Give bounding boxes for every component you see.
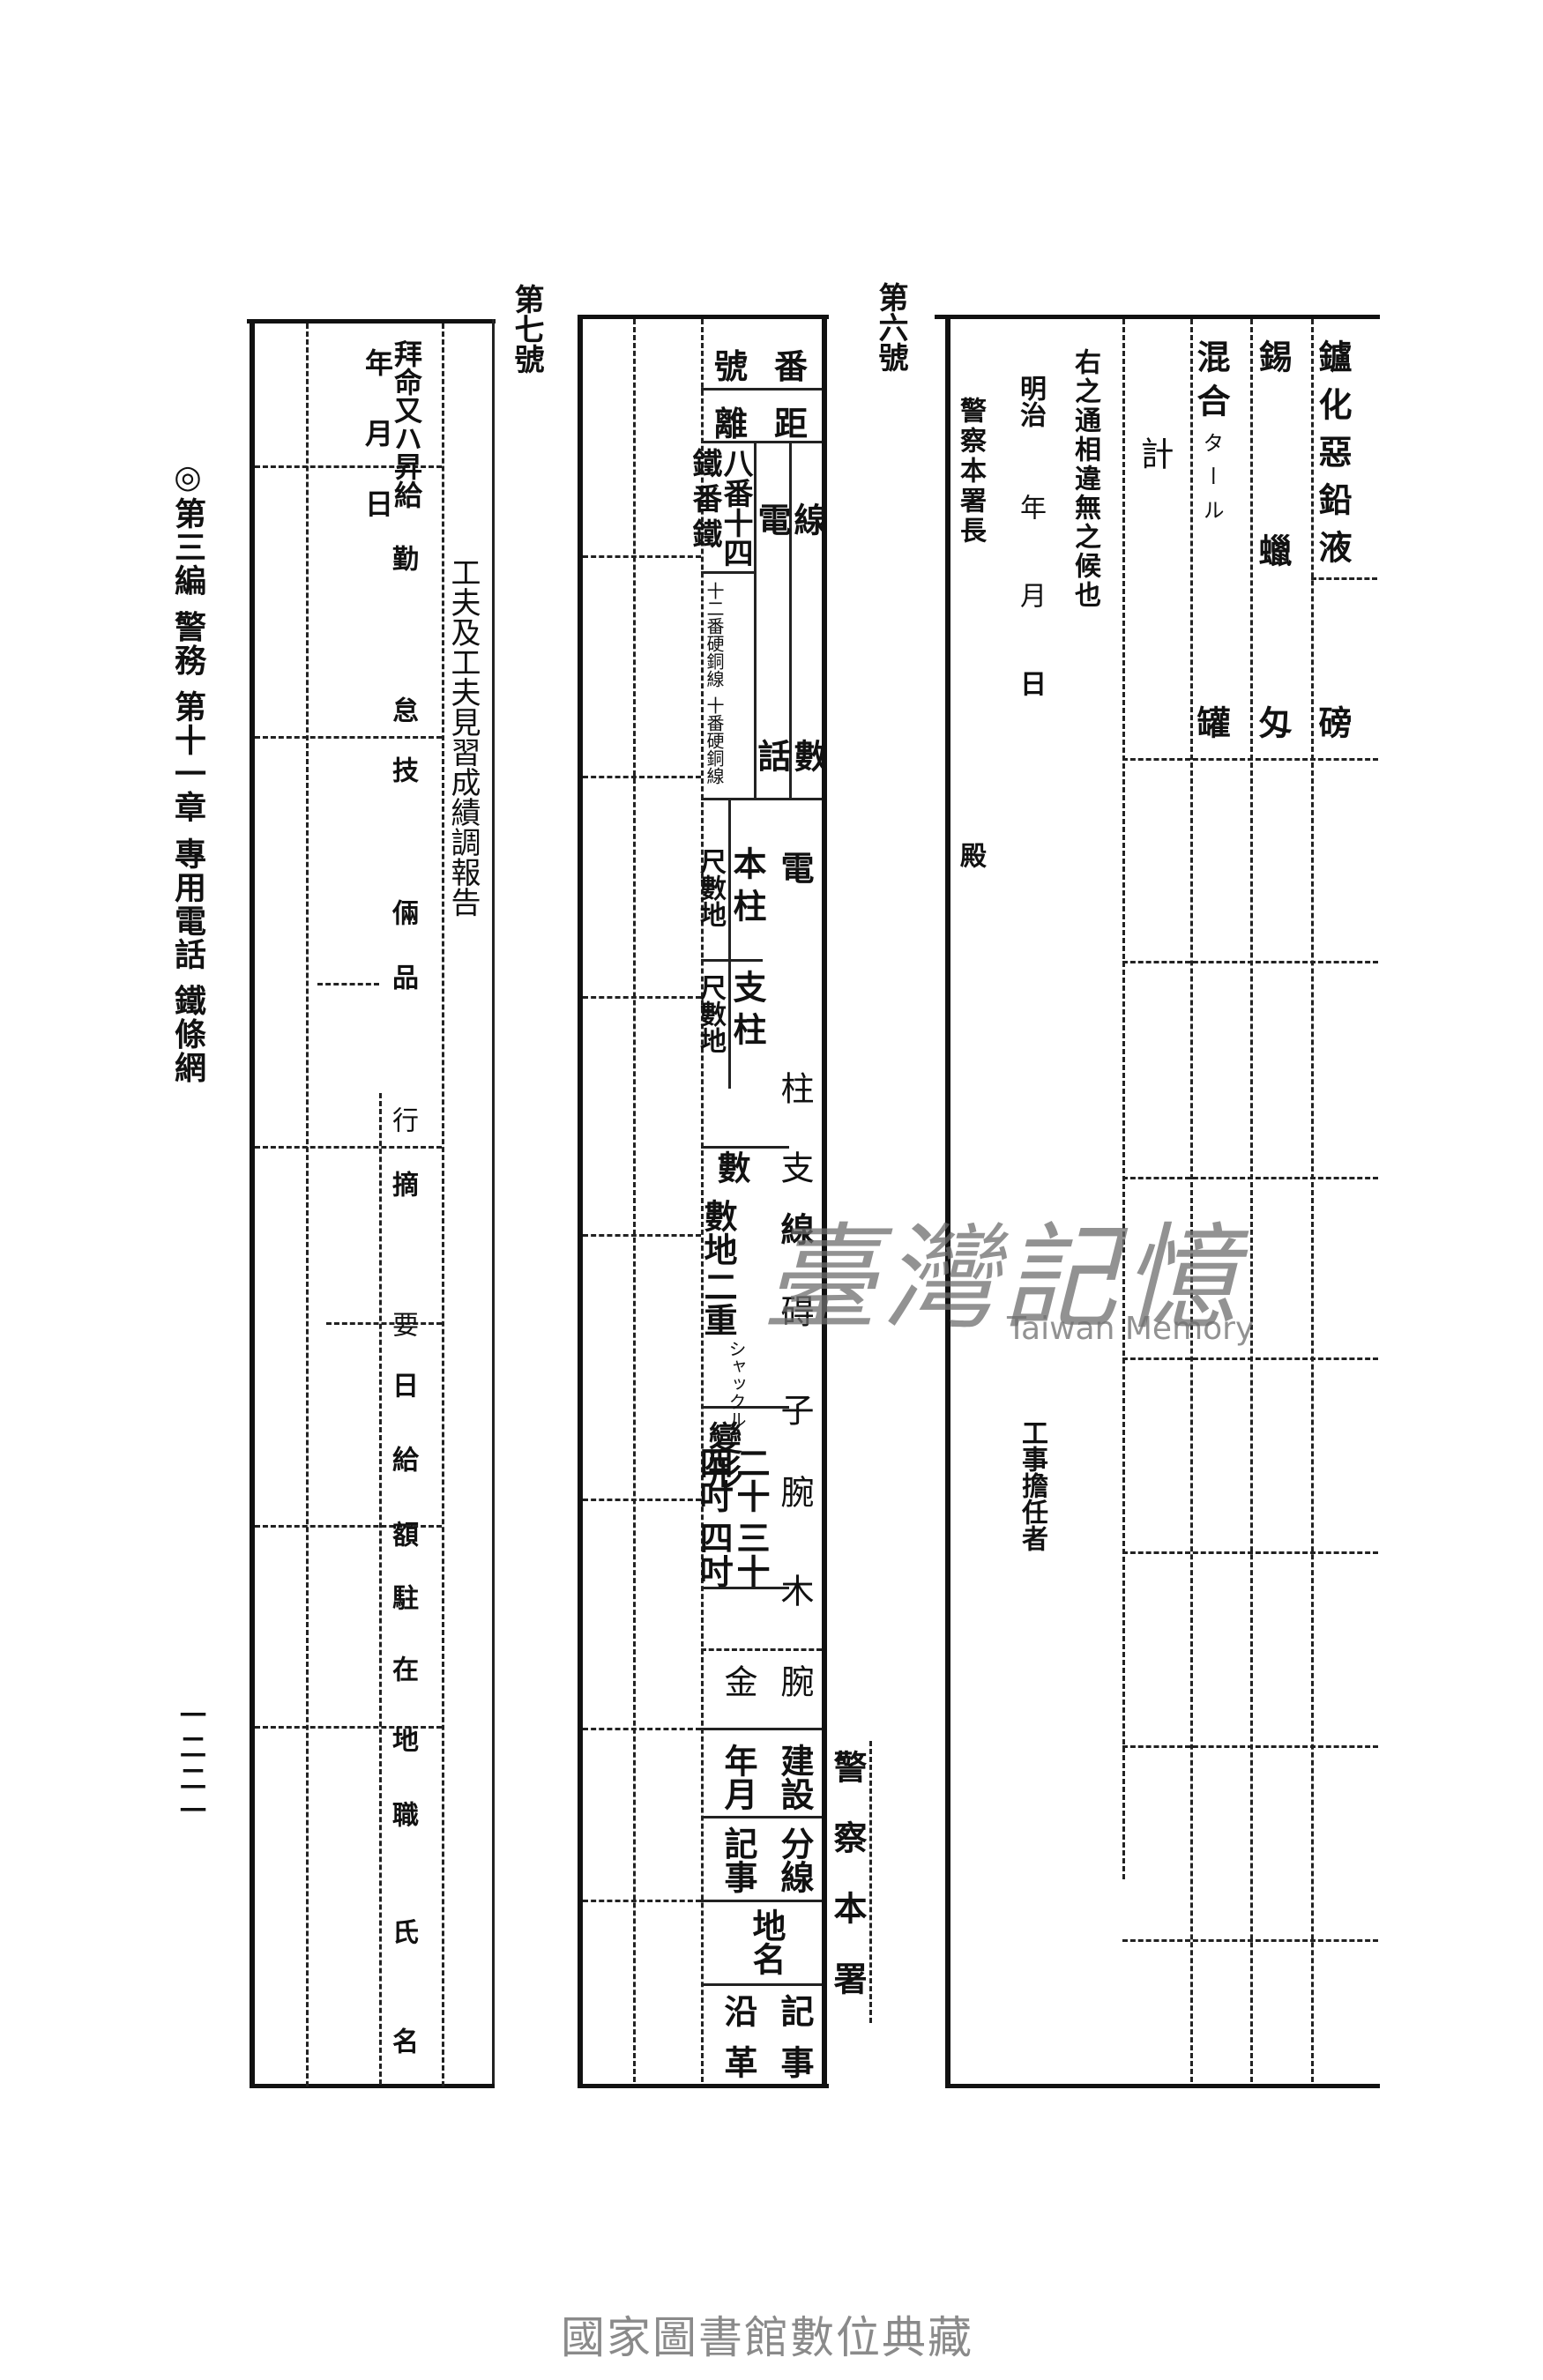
col-header: 錫 — [1253, 339, 1293, 373]
col-header: 日 — [387, 1372, 418, 1398]
sub-pole-sub: 尺數地 — [695, 974, 726, 1053]
inch-30: 三十 — [731, 1521, 771, 1588]
day: 日 — [1015, 670, 1046, 696]
main-col: 柱 — [775, 1071, 814, 1104]
main-col: 腕 — [775, 1664, 814, 1698]
era: 明治 — [1015, 375, 1046, 428]
col-header: 額 — [387, 1521, 418, 1547]
shackle: シャックル — [726, 1340, 747, 1428]
col-header: 地 — [387, 1726, 418, 1752]
footer-credit: 國家圖書館數位典藏 — [561, 2312, 973, 2363]
header-number: 番號 — [714, 346, 835, 386]
col-header: 在 — [387, 1655, 418, 1682]
double: 二重 — [698, 1269, 738, 1336]
wire-gauge-b: 鐵番鐵 — [687, 448, 722, 554]
page-number: 一二二一 — [175, 1701, 205, 1828]
main-col: 木 — [775, 1573, 814, 1607]
form7-title: 工夫及工夫見習成績調報告 — [445, 557, 481, 917]
office-box: 警察本署 — [827, 1741, 872, 2032]
unit: 匁 — [1253, 705, 1293, 739]
year: 年 — [1015, 494, 1046, 520]
unit: 磅 — [1313, 705, 1353, 739]
wire-gauge-a: 八番十四 — [718, 448, 753, 568]
header-line-count: 線數 — [788, 502, 828, 975]
addressee: 警察本署長 — [955, 397, 986, 547]
office-label: 警察本署 — [828, 1750, 868, 2032]
col-header: 混合 — [1191, 339, 1231, 428]
month: 月 — [1015, 582, 1046, 608]
main-pole: 本柱 — [727, 846, 767, 931]
metal: 金 — [719, 1664, 757, 1698]
build-sub: 年月 — [719, 1744, 758, 1811]
inch-4a: 四吋 — [694, 1446, 734, 1513]
col-header: 摘 — [387, 1171, 418, 1197]
branch: 分線 — [775, 1826, 815, 1893]
col-header: 勤 — [387, 545, 418, 571]
form6-label: 第六號 — [873, 282, 908, 372]
build: 建設 — [775, 1744, 815, 1811]
col-header: 氏 — [387, 1918, 418, 1945]
ground-count: 數地 — [698, 1199, 738, 1266]
main-col: 子 — [775, 1393, 814, 1426]
main-col: 線 — [775, 1212, 815, 1246]
col-header: 行 — [387, 1106, 418, 1133]
deform: 變形 — [703, 1421, 742, 1488]
inch-4b: 四吋 — [694, 1521, 734, 1588]
col-header: タール — [1199, 432, 1224, 532]
statement: 右之通相違無之候也 — [1070, 348, 1100, 610]
pole-head: 電 — [775, 851, 815, 884]
col-header: 名 — [387, 2027, 418, 2054]
running-header: ◎第三編 警務 第十一章 專用電話 鐵條網 — [169, 458, 206, 1085]
col-header: 鑪化惡鉛液 — [1313, 339, 1353, 577]
col-header: 給 — [387, 1446, 418, 1472]
place-name: 地名 — [747, 1908, 786, 1975]
watermark-text: Taiwan Memory — [1007, 1311, 1255, 1347]
col-header: 職 — [387, 1801, 418, 1827]
main-col: 碍 — [775, 1294, 814, 1328]
col-header: 駐 — [387, 1584, 418, 1610]
appoint-header: 拜命又ハ昇給 — [390, 339, 423, 509]
ymd-header: 年月日 — [361, 348, 394, 560]
wire-small: 十番硬銅線 — [704, 696, 725, 785]
col-header: 倆 — [387, 899, 418, 926]
branch-sub: 記事 — [719, 1826, 758, 1893]
honorific: 殿 — [955, 842, 986, 868]
main-pole-sub: 尺數地 — [695, 848, 726, 927]
inch-20: 二十 — [731, 1446, 771, 1513]
col-header: 技 — [387, 756, 418, 783]
form7-label: 第七號 — [509, 284, 544, 374]
remarks: 記事 — [775, 1994, 815, 2096]
watermark-logo: 臺灣記憶 — [763, 1211, 1243, 1345]
col-header: 計 — [1135, 436, 1174, 470]
main-col: 腕 — [775, 1475, 814, 1508]
unit: 罐 — [1191, 705, 1231, 739]
wire-small: 十二番硬銅線 — [704, 582, 725, 688]
count: 數 — [712, 1150, 751, 1184]
sub-pole: 支柱 — [727, 970, 767, 1054]
main-col: 支 — [775, 1150, 814, 1184]
col-header: 要 — [387, 1311, 418, 1337]
col-header: 蠟 — [1253, 533, 1293, 567]
col-header: 品 — [387, 963, 418, 990]
header-distance: 距離 — [714, 404, 835, 443]
signer: 工事擔任者 — [1017, 1419, 1047, 1551]
col-header: 怠 — [387, 696, 418, 723]
history: 沿革 — [719, 1994, 758, 2096]
header-telephone: 電話 — [752, 502, 792, 975]
